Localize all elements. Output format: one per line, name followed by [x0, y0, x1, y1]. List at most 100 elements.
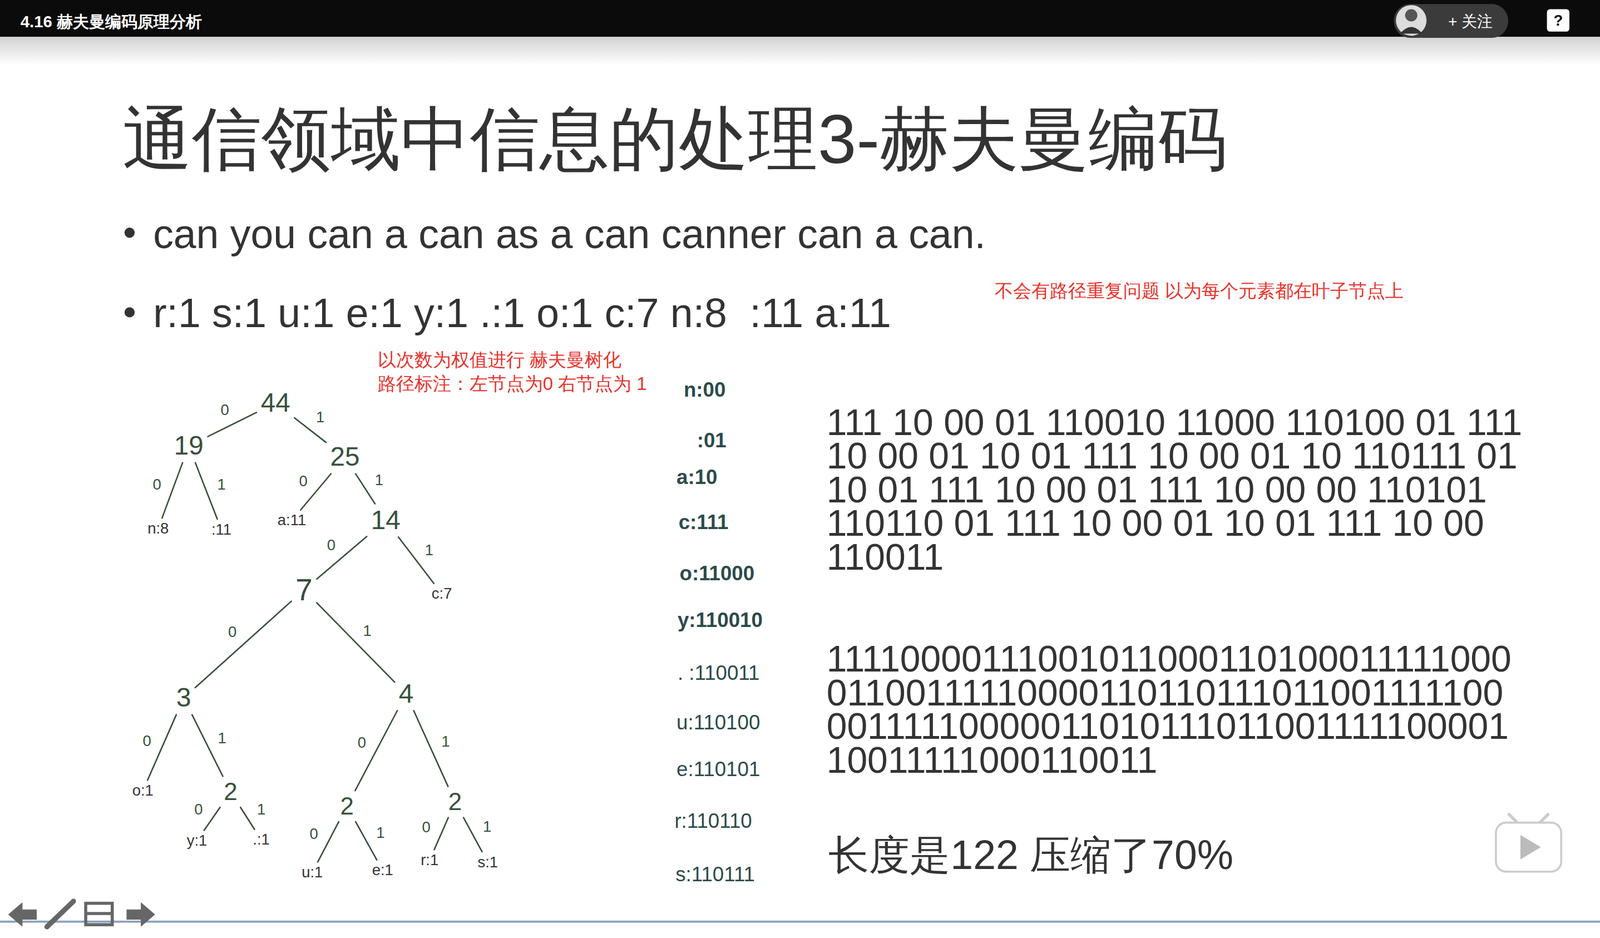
- tree-branch: [195, 601, 292, 688]
- tree-weight-node: 14: [367, 504, 404, 536]
- annotation: 不会有路径重复问题 以为每个元素都在叶子节点上: [994, 280, 1404, 302]
- tree-leaf-node: c:7: [428, 584, 456, 604]
- slide-shadow: [0, 34, 1600, 66]
- slide-title: 通信领域中信息的处理3-赫夫曼编码: [122, 99, 1228, 179]
- node-text: 2: [448, 788, 462, 816]
- tree-leaf-node: y:1: [183, 831, 211, 851]
- node-text: e:1: [372, 861, 394, 879]
- tree-weight-node: 2: [220, 777, 241, 807]
- play-antenna: [1508, 813, 1518, 823]
- branch-label: 0: [297, 472, 309, 490]
- tree-weight-node: 19: [170, 430, 207, 462]
- node-text: 19: [174, 431, 204, 461]
- branch-label: 0: [151, 476, 164, 493]
- follow-button: [1393, 3, 1508, 38]
- play-button: [1495, 822, 1562, 872]
- tree-branch: [463, 817, 482, 852]
- tree-leaf-node: s:1: [473, 852, 502, 872]
- branch-label: 1: [215, 729, 228, 747]
- branch-label: 1: [314, 408, 327, 426]
- branch-label: 0: [192, 801, 205, 818]
- avatar-body: [1400, 27, 1423, 34]
- encoded-bits: 111 10 00 01 110010 11000 110100 01 111: [826, 403, 1523, 442]
- bullet-text: r:1 s:1 u:1 e:1 y:1 .:1 o:1 c:7 n:8 :11 …: [152, 292, 892, 335]
- avatar-head: [1405, 9, 1418, 22]
- tree-branch: [316, 536, 367, 579]
- help-icon: [1547, 9, 1570, 32]
- bullet-dot: [124, 307, 135, 318]
- tree-branch: [355, 473, 375, 505]
- play-antenna: [1539, 813, 1550, 823]
- tree-branch: [240, 807, 255, 830]
- tree-branch: [316, 602, 395, 683]
- tree-weight-node: 3: [173, 682, 195, 714]
- code-entry: o:11000: [679, 561, 755, 586]
- branch-label: 1: [423, 541, 436, 559]
- binary-string: 11110000111001011000110100011111000: [826, 639, 1512, 679]
- branch-label: 0: [325, 536, 338, 554]
- node-text: :11: [211, 521, 232, 538]
- tree-branch: [434, 817, 449, 851]
- code-entry: s:110111: [675, 862, 755, 887]
- node-text: 2: [339, 792, 354, 820]
- tree-branch: [355, 821, 377, 861]
- branch-label: 1: [373, 471, 385, 489]
- tree-branch: [204, 807, 220, 831]
- tree-branch: [161, 462, 183, 518]
- progress-line: [0, 920, 1600, 923]
- bullet-text: can you can a can as a can canner can a …: [152, 213, 986, 256]
- video-title: 4.16 赫夫曼编码原理分析: [20, 12, 202, 32]
- node-text: o:1: [132, 782, 154, 799]
- branch-label: 1: [481, 818, 493, 836]
- code-entry: n:00: [683, 378, 726, 402]
- tree-leaf-node: .:1: [249, 830, 274, 849]
- next-icon: [126, 902, 155, 927]
- tree-weight-node: 2: [445, 787, 466, 817]
- node-text: 4: [398, 679, 414, 709]
- node-text: 14: [371, 505, 401, 535]
- tree-branch: [354, 710, 398, 791]
- node-text: .:1: [252, 831, 270, 848]
- node-text: r:1: [420, 851, 439, 869]
- branch-label: 1: [215, 476, 228, 493]
- branch-label: 0: [219, 401, 231, 419]
- node-text: a:11: [277, 511, 306, 529]
- node-text: y:1: [186, 832, 208, 849]
- node-text: 44: [260, 388, 291, 418]
- branch-label: 0: [420, 818, 433, 836]
- node-text: 2: [223, 778, 237, 806]
- node-text: 25: [329, 442, 360, 472]
- tree-weight-node: 2: [336, 791, 357, 821]
- top-bar: [0, 0, 1600, 37]
- encoded-bits: 110011: [826, 537, 945, 577]
- play-triangle: [1520, 835, 1542, 860]
- branch-label: 1: [440, 733, 452, 750]
- tree-leaf-node: e:1: [368, 860, 397, 880]
- tree-leaf-node: r:1: [417, 850, 442, 870]
- binary-string: 10011111000110011: [826, 741, 1158, 780]
- binary-string: 00111110000011010111011001111100001: [826, 707, 1509, 746]
- code-entry: :01: [697, 428, 727, 453]
- code-entry: u:110100: [676, 710, 760, 735]
- annotation: 路径标注：左节点为0 右节点为 1: [377, 373, 648, 395]
- avatar: [1395, 5, 1427, 36]
- tree-leaf-node: o:1: [129, 781, 157, 800]
- encoded-bits: 10 00 01 10 01 111 10 00 01 10 110111 01: [826, 436, 1518, 476]
- help-icon-text: ?: [1553, 11, 1563, 30]
- tree-leaf-node: u:1: [298, 862, 327, 882]
- prev-icon: [8, 902, 37, 927]
- node-text: n:8: [147, 520, 169, 537]
- node-text: 3: [176, 683, 192, 713]
- bullet-dot: [124, 227, 135, 238]
- tree-weight-node: 7: [292, 571, 316, 609]
- menu-icon: [85, 903, 113, 926]
- pen-icon: [46, 901, 74, 927]
- tree-branch: [317, 821, 339, 862]
- annotation: 以次数为权值进行 赫夫曼树化: [377, 349, 622, 371]
- encoded-bits: 110110 01 111 10 00 01 10 01 111 10 00: [826, 504, 1485, 543]
- tree-branch: [208, 412, 257, 437]
- code-entry: r:110110: [674, 809, 752, 833]
- tree-leaf-node: n:8: [144, 519, 172, 538]
- branch-label: 0: [307, 825, 320, 843]
- tree-weight-node: 44: [257, 387, 294, 419]
